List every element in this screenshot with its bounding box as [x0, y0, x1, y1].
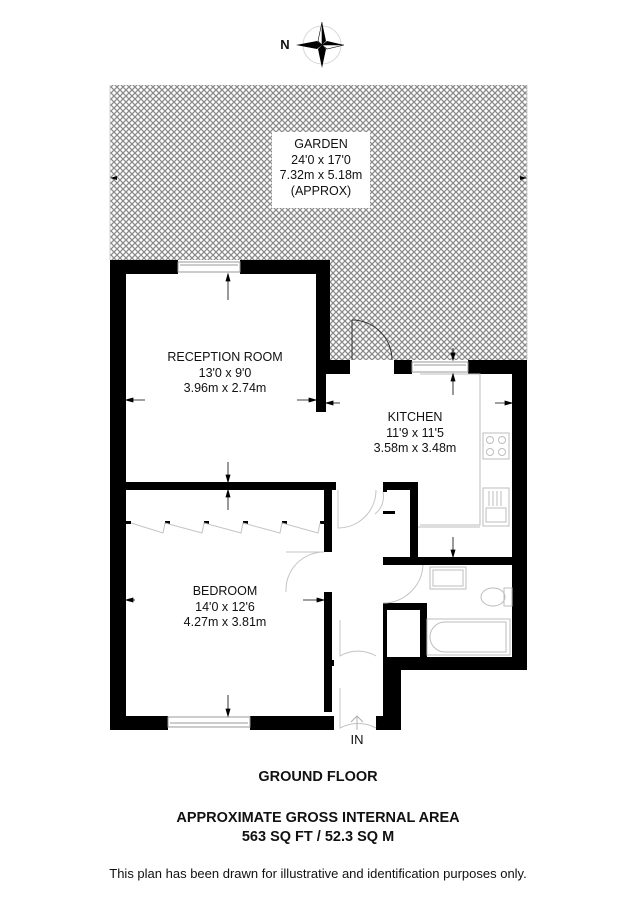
reception-name: RECEPTION ROOM [167, 350, 283, 364]
garden-imperial: 24'0 x 17'0 [291, 152, 351, 167]
compass-rose-icon [296, 21, 345, 68]
hob-icon [482, 432, 510, 460]
kitchen-imperial: 11'9 x 11'5 [386, 425, 444, 440]
dimension-arrows [124, 272, 514, 718]
garden-name: GARDEN [294, 137, 348, 151]
garden-label: GARDEN 24'0 x 17'0 7.32m x 5.18m (APPROX… [262, 137, 380, 200]
kitchen-name: KITCHEN [387, 410, 443, 424]
bedroom-label: BEDROOM 14'0 x 12'6 4.27m x 3.81m [150, 584, 300, 631]
reception-imperial: 13'0 x 9'0 [198, 365, 252, 380]
toilet-icon [480, 587, 506, 607]
bathtub-icon [426, 618, 511, 656]
bedroom-metric: 4.27m x 3.81m [183, 615, 267, 630]
garden-qualifier: (APPROX) [290, 183, 352, 198]
kitchen-units [418, 373, 510, 528]
entrance-arrow-icon [350, 715, 364, 730]
bedroom-imperial: 14'0 x 12'6 [195, 599, 255, 614]
sink-icon [482, 487, 510, 527]
north-label: N [280, 37, 290, 52]
area-value: 563 SQ FT / 52.3 SQ M [241, 829, 395, 845]
reception-metric: 3.96m x 2.74m [183, 381, 267, 396]
garden-metric: 7.32m x 5.18m [279, 168, 363, 183]
bedroom-name: BEDROOM [192, 584, 258, 598]
doors [285, 319, 424, 729]
area-title: APPROXIMATE GROSS INTERNAL AREA [176, 810, 460, 826]
kitchen-label: KITCHEN 11'9 x 11'5 3.58m x 3.48m [350, 410, 480, 457]
bathroom-fixtures [426, 566, 513, 656]
reception-room-label: RECEPTION ROOM 13'0 x 9'0 3.96m x 2.74m [145, 350, 305, 397]
walls [110, 260, 527, 730]
disclaimer: This plan has been drawn for illustrativ… [109, 866, 527, 881]
entrance-label: IN [350, 732, 364, 747]
basin-icon [429, 566, 467, 590]
windows [167, 261, 469, 728]
garden-label-box [272, 132, 370, 208]
floor-title: GROUND FLOOR [258, 769, 378, 785]
wardrobe [126, 521, 325, 534]
kitchen-metric: 3.58m x 3.48m [373, 441, 457, 456]
